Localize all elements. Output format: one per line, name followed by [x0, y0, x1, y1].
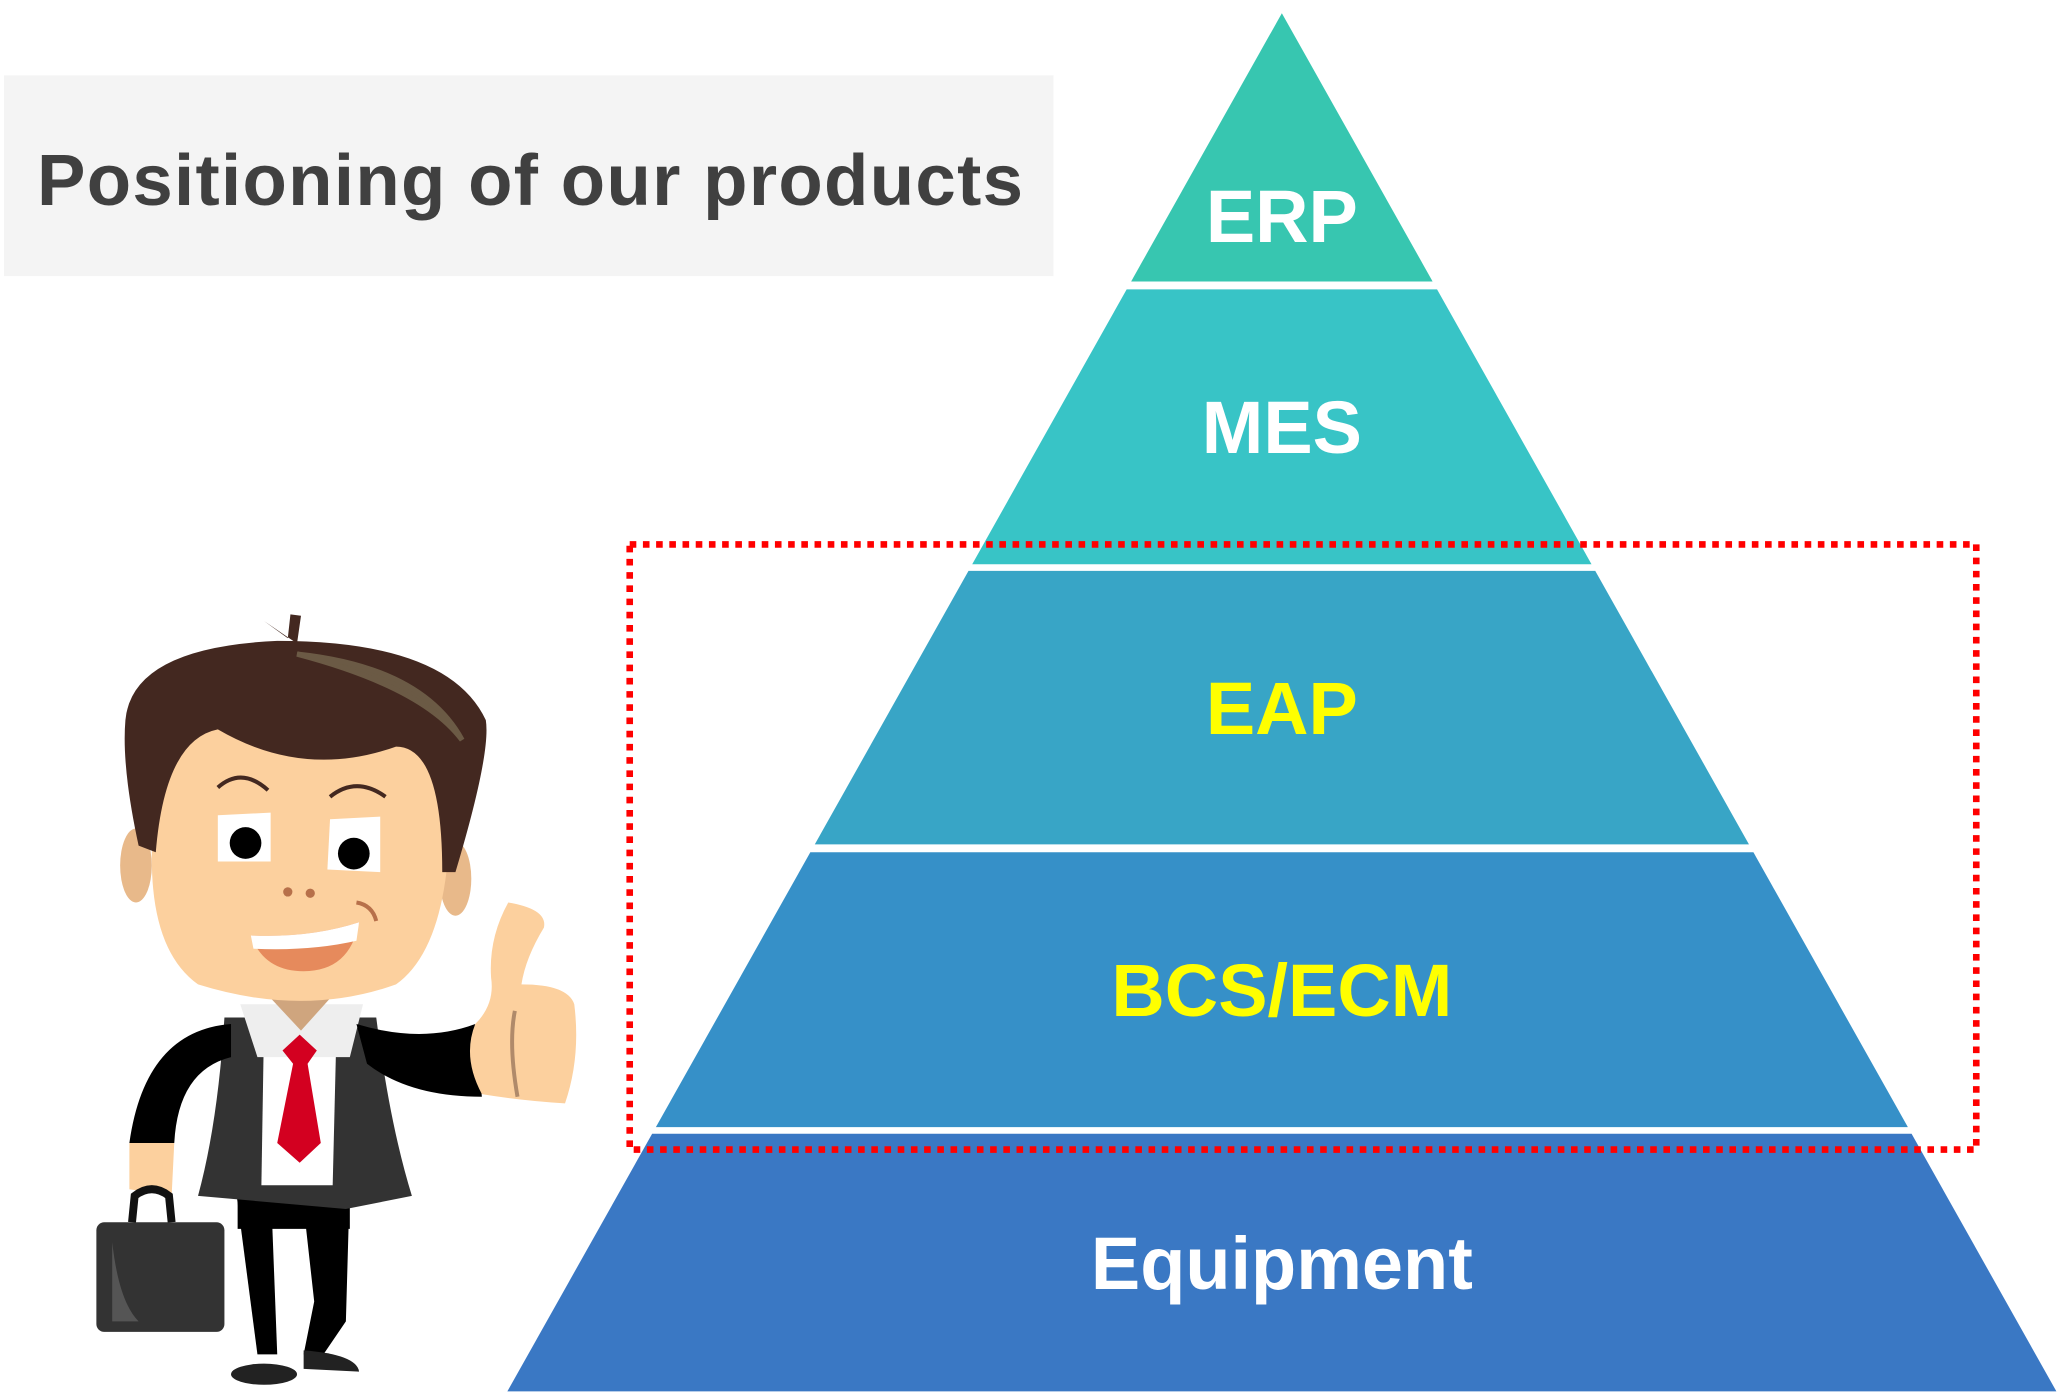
pyramid-layer-bcs-ecm [655, 852, 1908, 1128]
highlight-dotted-box [626, 541, 1980, 1153]
page-title: Positioning of our products [37, 140, 1024, 221]
pyramid-layer-label: EAP [1206, 667, 1358, 750]
pyramid-layer-label: BCS/ECM [1111, 949, 1452, 1032]
pyramid-layer-eap [814, 570, 1749, 845]
pyramid-layer-label: MES [1202, 386, 1362, 469]
pyramid-layers: ERP MES EAP BCS/ECM Equipment [507, 13, 2057, 1392]
pyramid-layer-erp [1131, 13, 1433, 282]
pyramid-layer-label: ERP [1206, 175, 1358, 258]
businessman-illustration [96, 614, 577, 1385]
title-box: Positioning of our products [3, 75, 1054, 277]
pyramid-layer-equipment [507, 1133, 2057, 1392]
pyramid-layer-mes [972, 289, 1592, 565]
pyramid-layer-label: Equipment [1091, 1222, 1473, 1305]
